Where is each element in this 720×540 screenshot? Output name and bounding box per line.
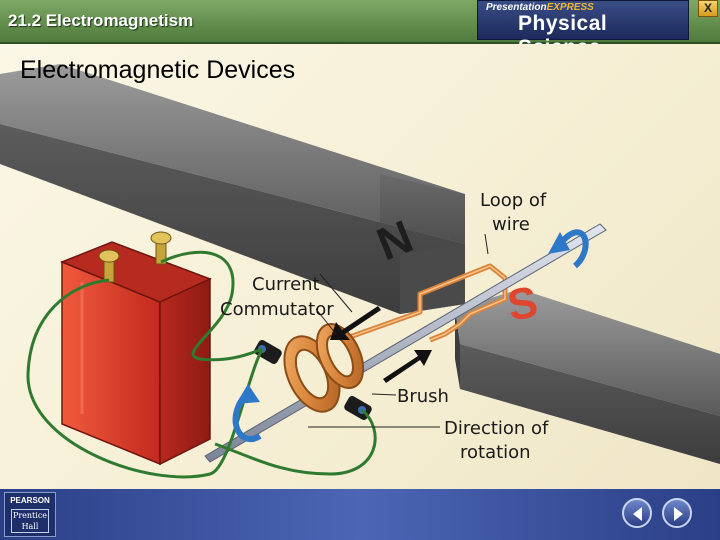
chevron-right-icon [674, 507, 683, 521]
label-current: Current [252, 274, 320, 295]
section-title: 21.2 Electromagnetism [8, 11, 194, 30]
brand-logo: PresentationEXPRESS Physical Science [477, 0, 689, 59]
prentice-text: Prentice [12, 511, 48, 520]
slide-title: Electromagnetic Devices [20, 56, 296, 84]
magnet-north: N [0, 64, 465, 314]
header-bar: 21.2 Electromagnetism PresentationEXPRES… [0, 0, 720, 59]
close-button[interactable]: X [698, 0, 718, 17]
slide-content: N S [0, 44, 720, 489]
label-wire: wire [492, 214, 530, 235]
motor-diagram: N S [0, 64, 720, 479]
footer-bar: PEARSON Prentice Hall [0, 489, 720, 540]
label-commutator: Commutator [220, 299, 334, 320]
prentice-hall-logo: Prentice Hall [11, 509, 49, 533]
label-loop-of: Loop of [480, 190, 547, 211]
label-brush: Brush [397, 386, 449, 407]
commutator [283, 323, 365, 413]
circuit-wires [26, 250, 377, 479]
brand-presentation-express: PresentationEXPRESS [486, 2, 594, 13]
next-slide-button[interactable] [662, 498, 692, 528]
label-rotation: rotation [460, 442, 531, 463]
rotation-arrow-commutator [232, 384, 262, 443]
leader-lines [308, 233, 489, 428]
chevron-left-icon [633, 507, 642, 521]
pearson-logo: PEARSON Prentice Hall [4, 492, 56, 537]
battery [59, 231, 212, 466]
hall-text: Hall [21, 522, 39, 531]
previous-slide-button[interactable] [622, 498, 652, 528]
current-arrows [330, 306, 432, 383]
pearson-logo-text: PEARSON [10, 496, 50, 505]
rotation-arrow-loop [548, 229, 589, 269]
label-direction-of: Direction of [444, 418, 549, 439]
